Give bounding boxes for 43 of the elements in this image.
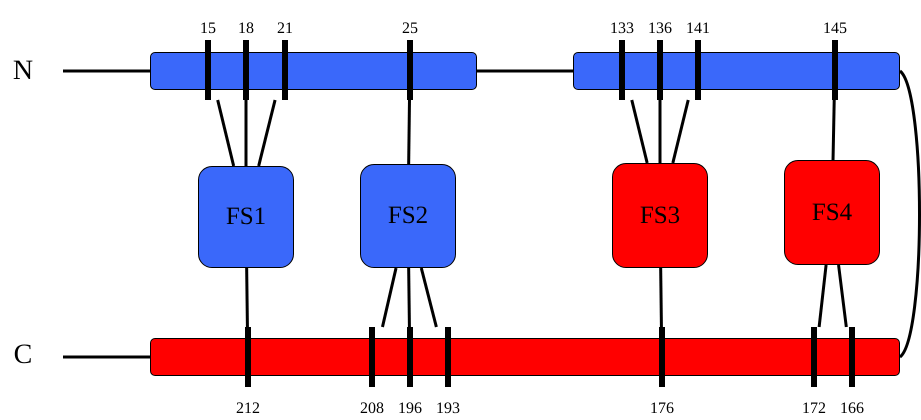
residue-number: 172 (802, 400, 826, 418)
connector-line (381, 268, 398, 328)
connector-line (257, 100, 277, 166)
connector-line (407, 100, 411, 164)
residue-number: 196 (398, 400, 422, 418)
connector-line (671, 100, 690, 164)
residue-number: 145 (823, 20, 847, 38)
connector-line (420, 268, 438, 328)
residue-number: 21 (277, 20, 293, 38)
residue-number: 193 (436, 400, 460, 418)
residue-number: 166 (840, 400, 864, 418)
domain-bar (150, 52, 477, 90)
cluster-box: FS3 (612, 163, 708, 268)
residue-number: 15 (200, 20, 216, 38)
connector-line (837, 264, 848, 328)
residue-number: 136 (648, 20, 672, 38)
domain-bar (150, 338, 900, 376)
residue-number: 208 (360, 400, 384, 418)
cluster-box: FS2 (360, 164, 456, 268)
connector-line (63, 70, 150, 72)
residue-number: 133 (610, 20, 634, 38)
terminus-label: C (8, 334, 38, 376)
terminus-label: N (8, 50, 38, 92)
residue-number: 18 (238, 20, 254, 38)
connector-line (630, 100, 649, 164)
connector-line (63, 356, 150, 358)
connector-line (658, 100, 662, 163)
linker-line (477, 70, 573, 72)
connector-line (659, 268, 663, 328)
connector-line (216, 100, 236, 166)
connector-line (245, 268, 249, 328)
linker-line (898, 70, 921, 358)
cluster-box: FS1 (198, 166, 294, 268)
residue-number: 176 (650, 400, 674, 418)
residue-number: 212 (236, 400, 260, 418)
domain-bar (573, 52, 900, 90)
residue-number: 25 (402, 20, 418, 38)
residue-number: 141 (686, 20, 710, 38)
connector-line (244, 100, 248, 166)
connector-line (832, 100, 836, 160)
connector-line (818, 264, 828, 328)
connector-line (407, 268, 411, 328)
cluster-box: FS4 (784, 160, 880, 265)
